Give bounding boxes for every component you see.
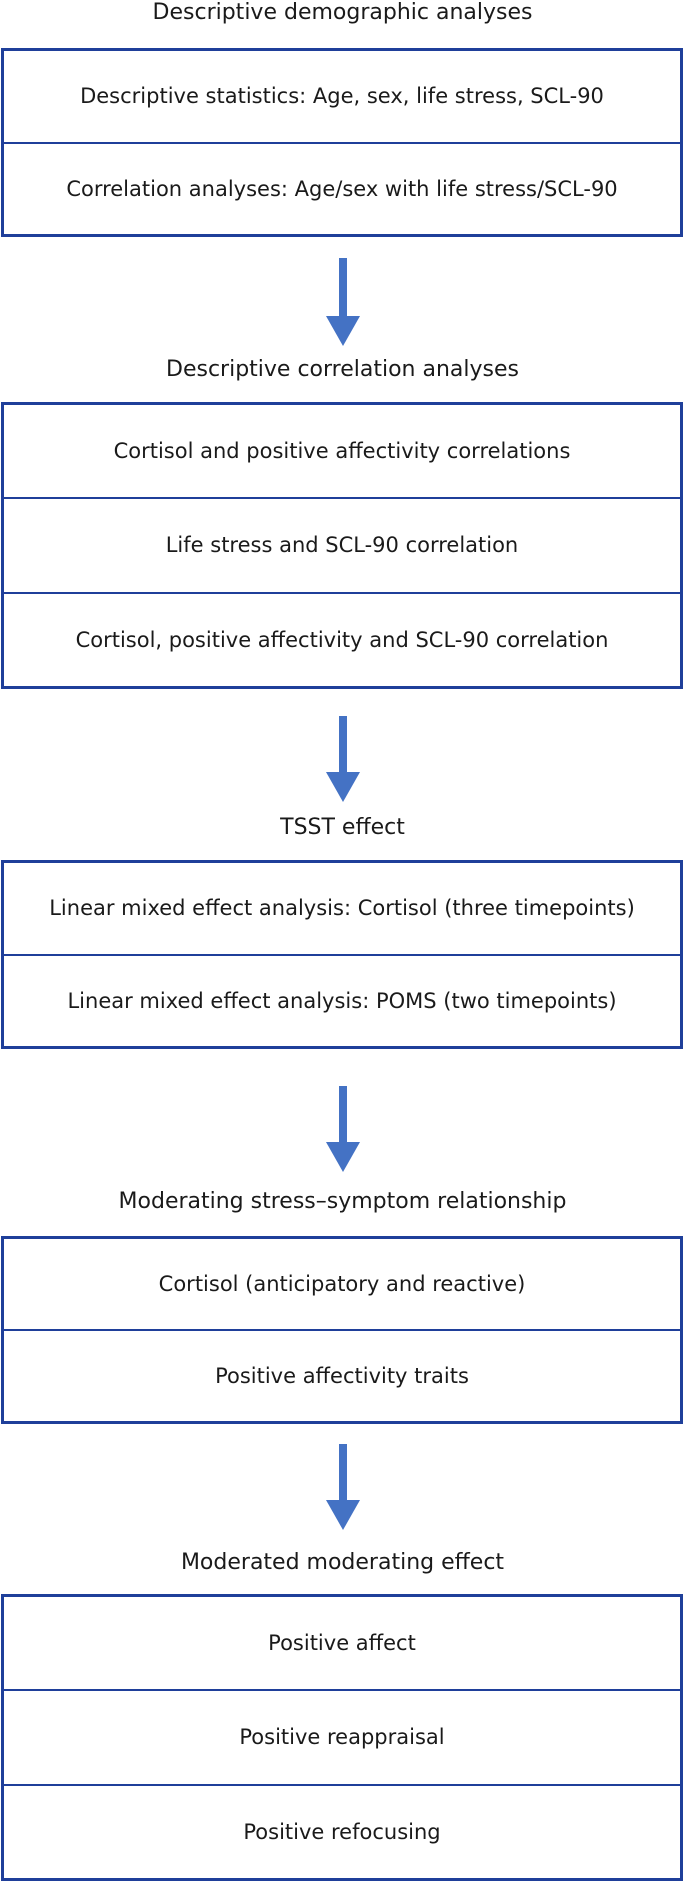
box-tsst-effect: Linear mixed effect analysis: Cortisol (… bbox=[1, 860, 683, 1049]
box-row-cortisol-positive-affectivity: Cortisol and positive affectivity correl… bbox=[113, 439, 571, 464]
section-title-moderating: Moderating stress–symptom relationship bbox=[118, 1189, 567, 1214]
box-row-positive-refocusing: Positive refocusing bbox=[4, 1783, 680, 1878]
section-title-correlation: Descriptive correlation analyses bbox=[166, 357, 519, 382]
section-title-demographic: Descriptive demographic analyses bbox=[152, 0, 533, 25]
box-row-life-stress-scl90: Life stress and SCL-90 correlation bbox=[4, 497, 680, 591]
box-moderating-relationship: Cortisol (anticipatory and reactive) Pos… bbox=[1, 1236, 683, 1424]
down-arrow-icon bbox=[326, 716, 360, 802]
box-row-mixed-effect-poms: Linear mixed effect analysis: POMS (two … bbox=[4, 953, 680, 1047]
box-moderated-moderating-effect: Positive affect Positive reappraisal Pos… bbox=[1, 1594, 683, 1881]
section-title-moderated-moderating: Moderated moderating effect bbox=[180, 1550, 505, 1575]
section-title-tsst: TSST effect bbox=[280, 815, 405, 840]
box-demographic-analyses: Descriptive statistics: Age, sex, life s… bbox=[1, 48, 683, 237]
down-arrow-icon bbox=[326, 1444, 360, 1530]
box-row-positive-reappraisal: Positive reappraisal bbox=[4, 1689, 680, 1783]
box-row-cortisol-anticipatory-reactive: Cortisol (anticipatory and reactive) bbox=[158, 1272, 526, 1296]
box-row-correlation-analyses: Correlation analyses: Age/sex with life … bbox=[4, 141, 680, 235]
down-arrow-icon bbox=[326, 1086, 360, 1172]
box-row-positive-affectivity-traits: Positive affectivity traits bbox=[4, 1329, 680, 1421]
box-row-descriptive-statistics: Descriptive statistics: Age, sex, life s… bbox=[80, 84, 604, 109]
down-arrow-icon bbox=[326, 258, 360, 346]
box-row-positive-affect: Positive affect bbox=[268, 1631, 416, 1656]
box-row-mixed-effect-cortisol: Linear mixed effect analysis: Cortisol (… bbox=[49, 896, 635, 921]
box-row-cortisol-affectivity-scl90: Cortisol, positive affectivity and SCL-9… bbox=[4, 591, 680, 686]
box-correlation-analyses: Cortisol and positive affectivity correl… bbox=[1, 402, 683, 689]
